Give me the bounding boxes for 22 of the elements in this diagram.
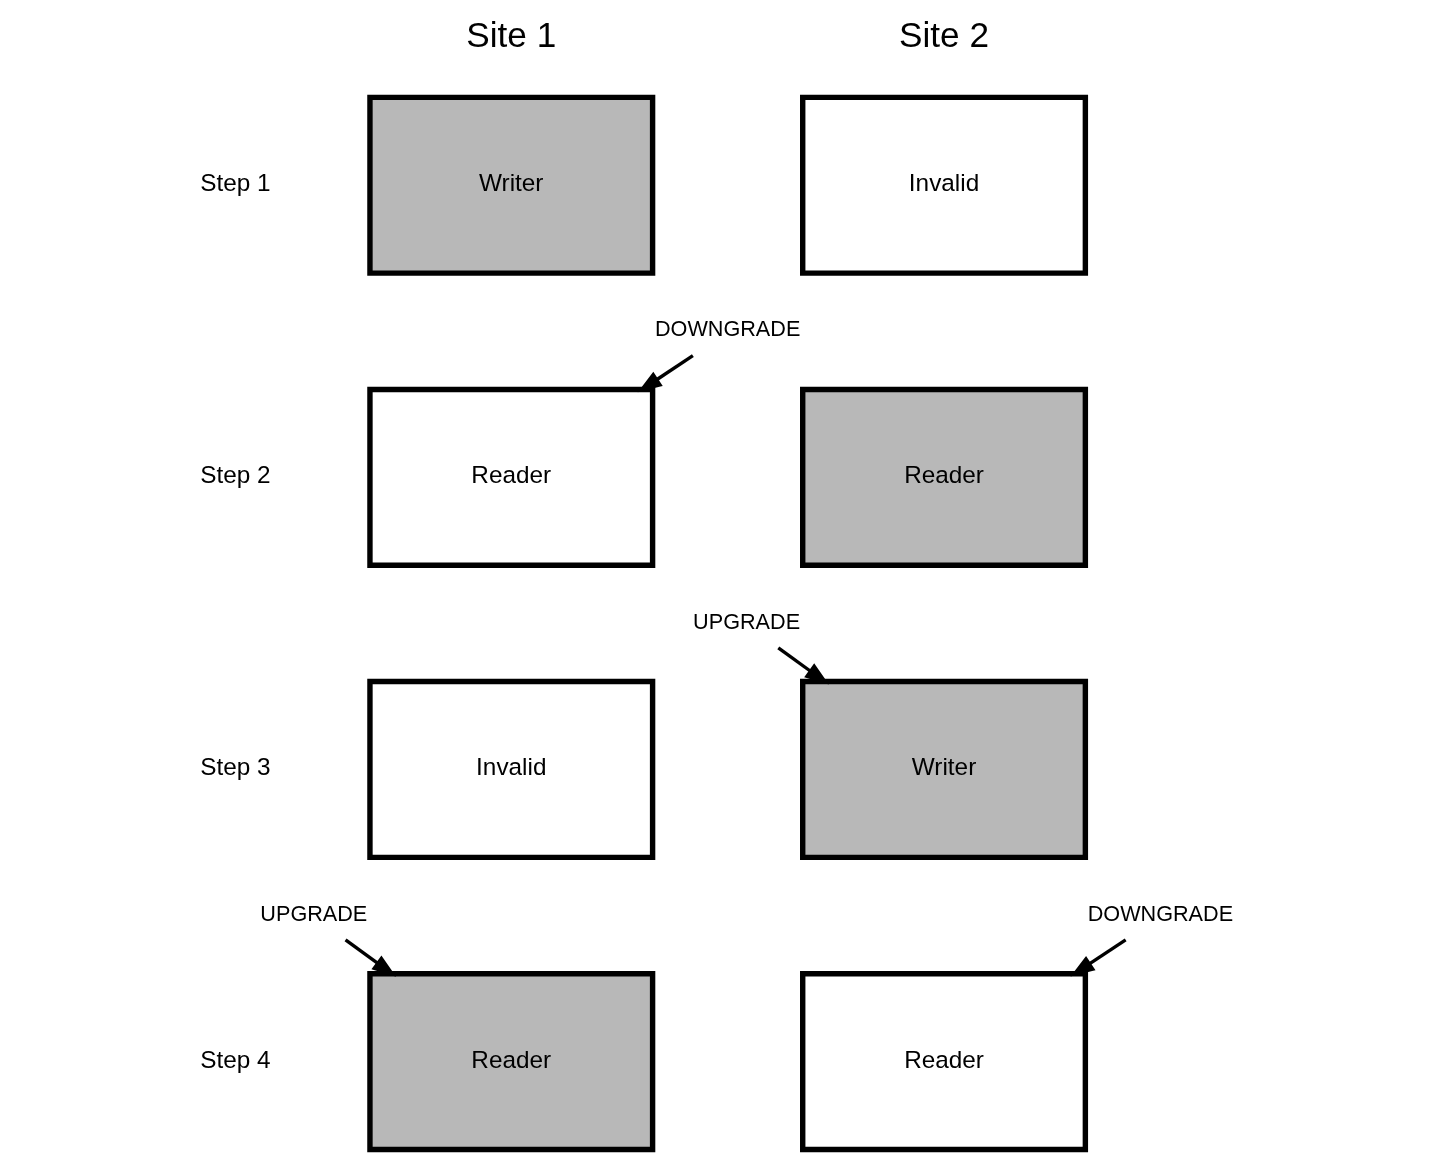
node-box: Invalid bbox=[367, 678, 656, 861]
node-text: UPGRADE bbox=[693, 608, 801, 634]
node-text: DOWNGRADE bbox=[654, 316, 801, 342]
arrow bbox=[344, 938, 397, 977]
label: Step 4 bbox=[200, 1045, 271, 1073]
label: Site 2 bbox=[899, 15, 989, 55]
node-box: Reader bbox=[800, 971, 1089, 1153]
arrow bbox=[1070, 938, 1127, 977]
node-text: DOWNGRADE bbox=[1087, 900, 1234, 926]
label: Step 1 bbox=[200, 169, 271, 197]
node-text: UPGRADE bbox=[260, 900, 368, 926]
node-box: Writer bbox=[367, 94, 656, 276]
node-box: Reader bbox=[367, 971, 656, 1153]
node-box: Invalid bbox=[800, 94, 1089, 276]
node-box: Reader bbox=[367, 386, 656, 568]
node-box: Writer bbox=[800, 678, 1089, 861]
label: Site 1 bbox=[466, 15, 557, 55]
label: Step 2 bbox=[200, 461, 271, 489]
label: Step 3 bbox=[200, 753, 271, 781]
arrow bbox=[777, 646, 829, 685]
arrow bbox=[637, 354, 694, 393]
node-box: Reader bbox=[800, 386, 1089, 568]
